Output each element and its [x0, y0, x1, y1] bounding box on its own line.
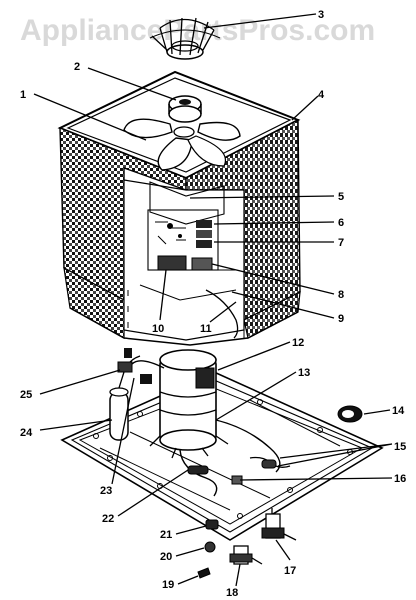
leader-lines: [33, 13, 393, 587]
fan-blade-and-motor: [123, 95, 241, 171]
callout-19: 19: [162, 579, 174, 591]
callout-25: 25: [20, 389, 32, 401]
callout-20: 20: [160, 551, 172, 563]
callout-11: 11: [200, 323, 212, 335]
loose-parts: [197, 405, 363, 579]
callout-3: 3: [318, 9, 324, 21]
callout-16: 16: [394, 473, 406, 485]
condenser-cabinet: [57, 70, 301, 346]
callout-1: 1: [20, 89, 26, 101]
callout-23: 23: [100, 485, 112, 497]
callout-21: 21: [160, 529, 172, 541]
callout-17: 17: [284, 565, 296, 577]
watermark-text: AppliancePartsPros.com: [20, 14, 376, 47]
callout-24: 24: [20, 427, 33, 439]
callout-6: 6: [338, 217, 344, 229]
fan-guard: [149, 17, 221, 60]
callout-2: 2: [74, 61, 80, 73]
callout-4: 4: [318, 89, 325, 101]
compressor: [131, 349, 281, 497]
callout-10: 10: [152, 323, 164, 335]
callout-5: 5: [338, 191, 344, 203]
callout-8: 8: [338, 289, 344, 301]
callout-22: 22: [102, 513, 114, 525]
callout-9: 9: [338, 313, 344, 325]
callout-14: 14: [392, 405, 405, 417]
callout-18: 18: [226, 587, 238, 599]
callout-13: 13: [298, 367, 310, 379]
callout-15: 15: [394, 441, 406, 453]
callout-7: 7: [338, 237, 344, 249]
callout-labels: 1 2 3 4 5 6 7 8 9 10 11 12 13 14 15 16 1…: [20, 9, 406, 599]
callout-12: 12: [292, 337, 304, 349]
